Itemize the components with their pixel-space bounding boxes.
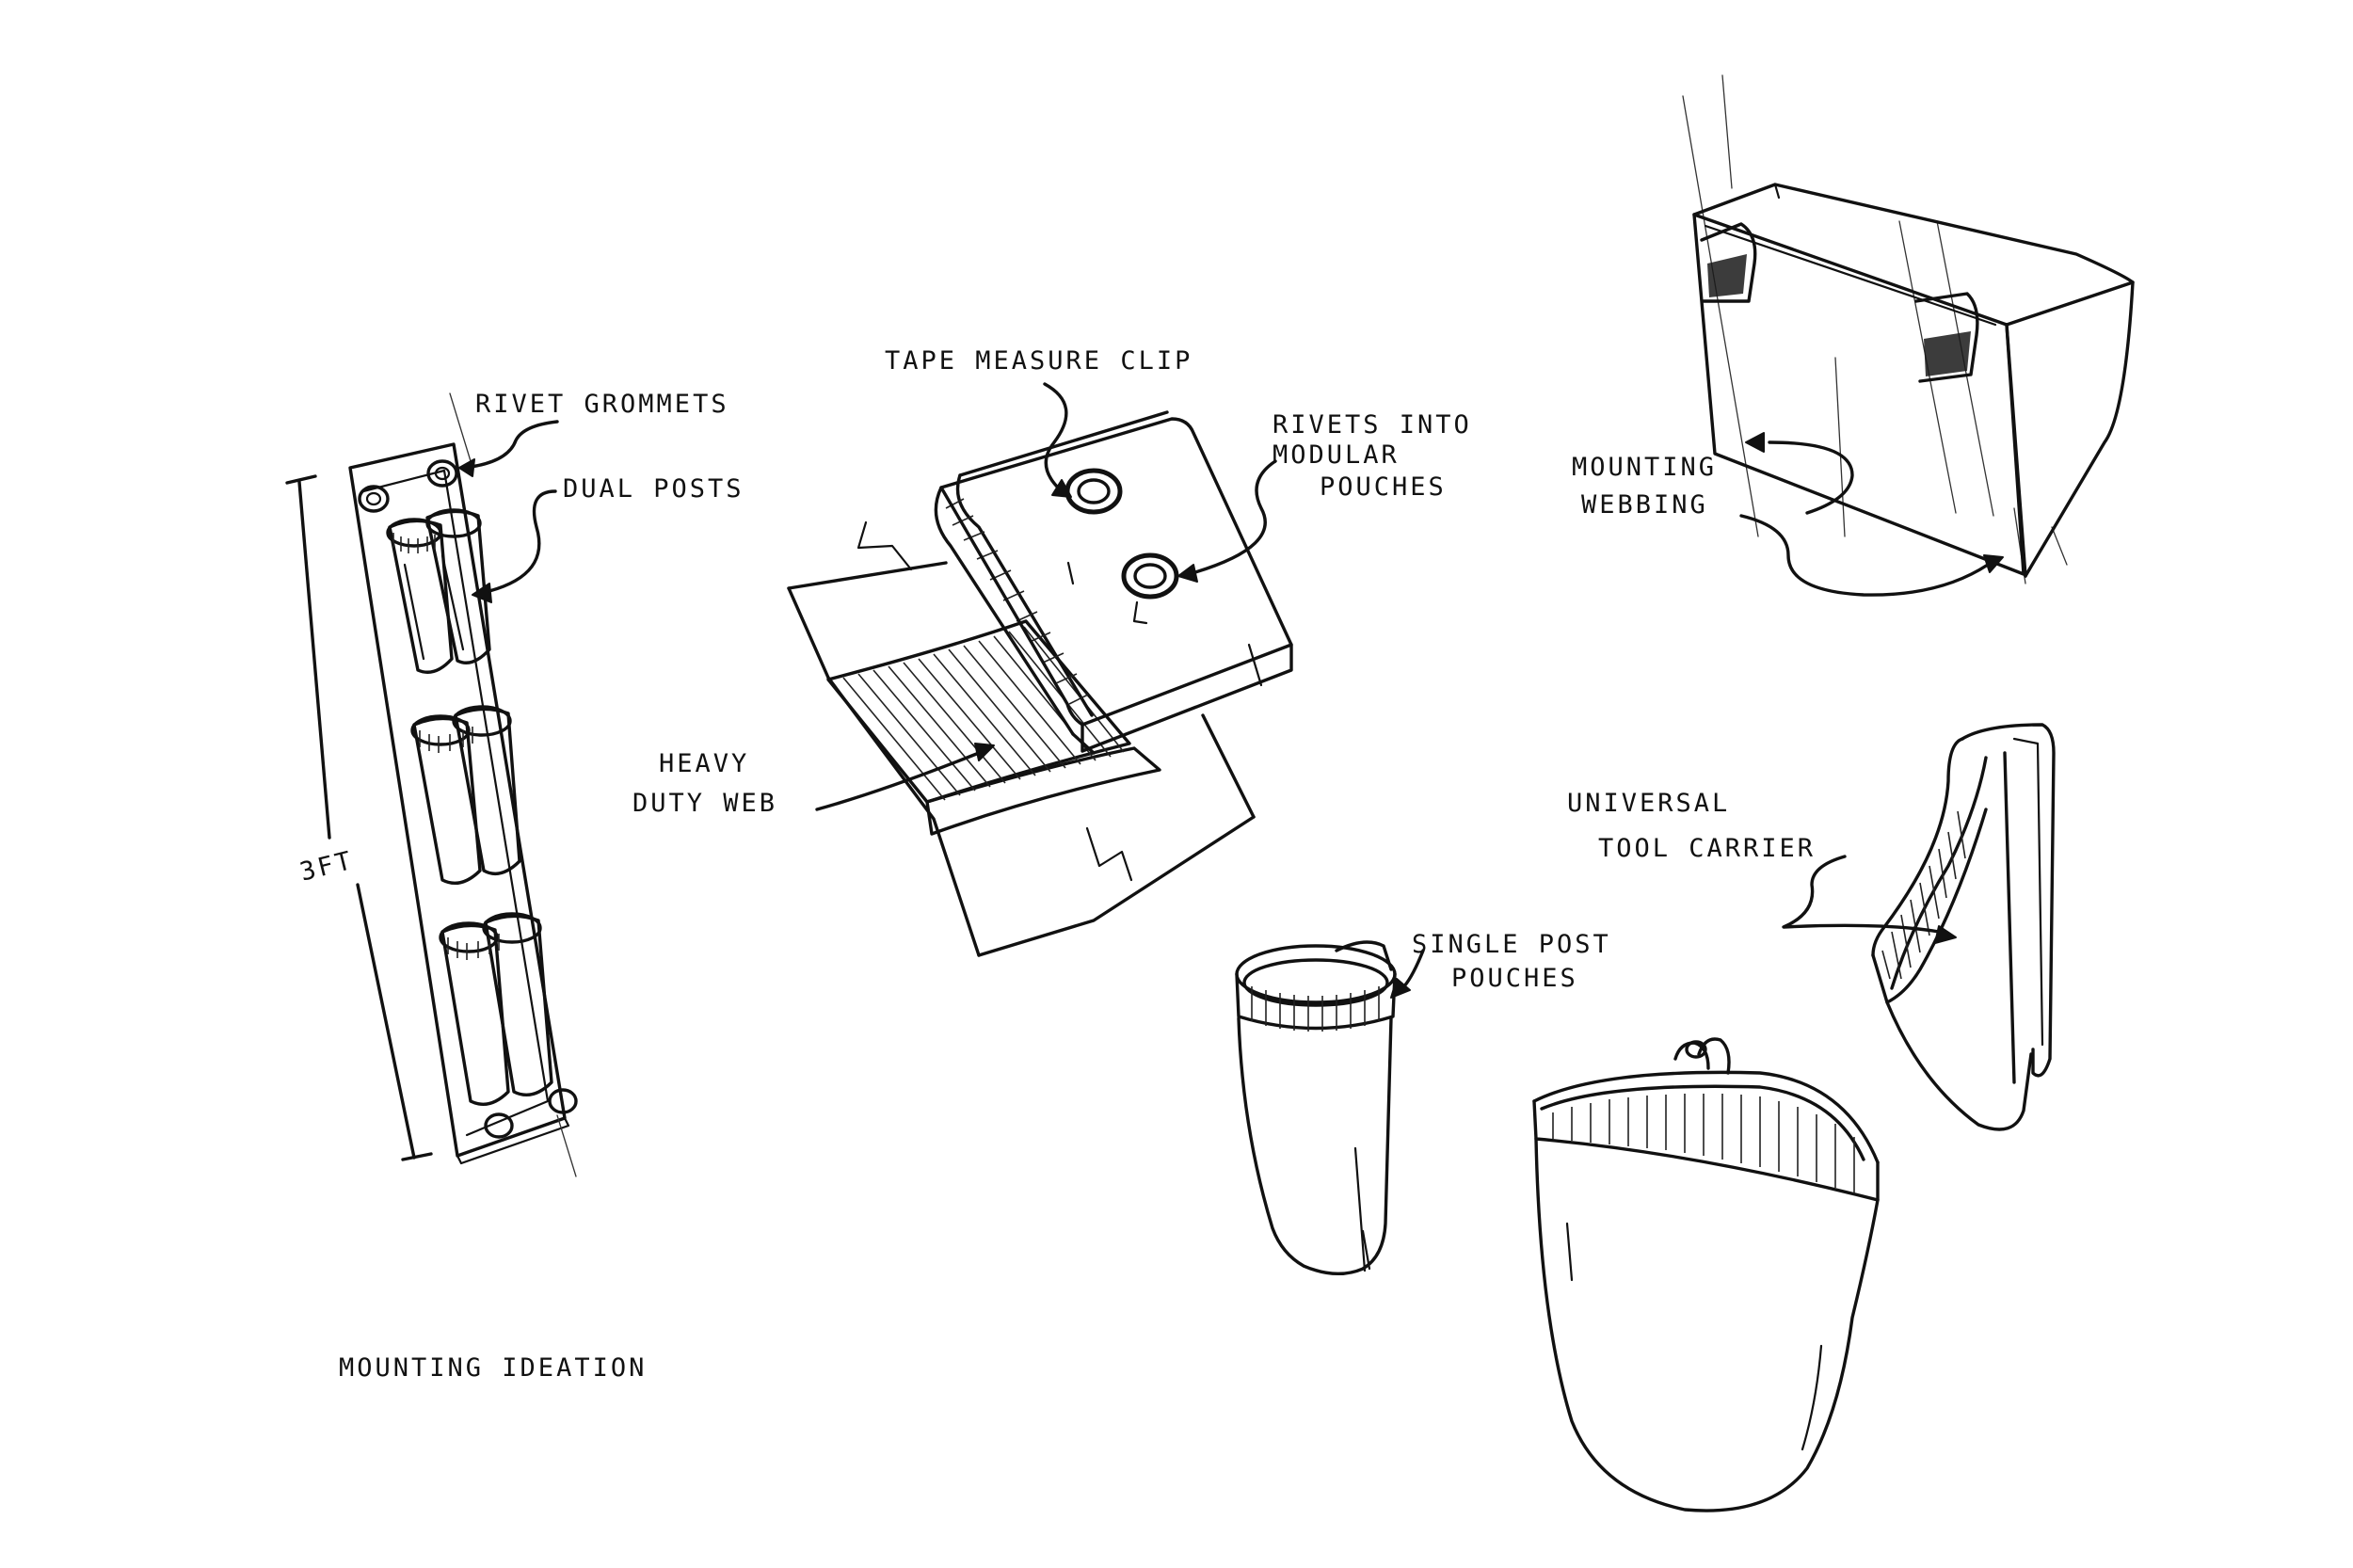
heavy-duty-web-callout: HEAVY DUTY WEB [632, 743, 995, 818]
single-post-pouches-callout: SINGLE POST POUCHES [1390, 930, 1611, 999]
duty-web-label: DUTY WEB [632, 789, 777, 818]
universal-tool-carrier-callout: UNIVERSAL TOOL CARRIER [1567, 789, 1957, 944]
dual-posts-callout: DUAL POSTS [472, 474, 744, 603]
modular-label: MODULAR [1273, 440, 1400, 470]
tape-measure-clip-callout: TAPE MEASURE CLIP [885, 346, 1193, 498]
large-pouch-sketch [1532, 1037, 1880, 1512]
dimension-marker: 3FT [285, 474, 433, 1161]
sheet-title: MOUNTING IDEATION [339, 1353, 647, 1383]
pouches-label: POUCHES [1320, 472, 1447, 502]
universal-label: UNIVERSAL [1567, 789, 1730, 818]
webbing-label: WEBBING [1581, 490, 1708, 520]
pouches-label-2: POUCHES [1451, 964, 1578, 993]
single-post-label: SINGLE POST [1412, 930, 1611, 959]
dual-posts-label: DUAL POSTS [563, 474, 744, 504]
rivet-grommets-callout: RIVET GROMMETS [458, 390, 729, 477]
dimension-label: 3FT [297, 846, 358, 888]
heavy-label: HEAVY [659, 749, 749, 778]
rivet-grommets-label: RIVET GROMMETS [475, 390, 729, 419]
rivets-into-pouches-callout: RIVETS INTO MODULAR POUCHES [1177, 410, 1472, 583]
mounting-label: MOUNTING [1572, 453, 1717, 482]
mounting-webbing-callout: MOUNTING WEBBING [1572, 432, 2004, 597]
universal-tool-carrier-sketch [1871, 723, 2056, 1131]
tape-measure-clip-label: TAPE MEASURE CLIP [885, 346, 1193, 376]
web-clip-sketch [787, 410, 1293, 957]
rivets-into-label: RIVETS INTO [1273, 410, 1472, 440]
webbing-box-sketch [1682, 74, 2135, 584]
single-post-pouch-sketch [1235, 940, 1397, 1276]
dual-post-rack-sketch [348, 392, 578, 1177]
tool-carrier-label: TOOL CARRIER [1598, 834, 1816, 863]
